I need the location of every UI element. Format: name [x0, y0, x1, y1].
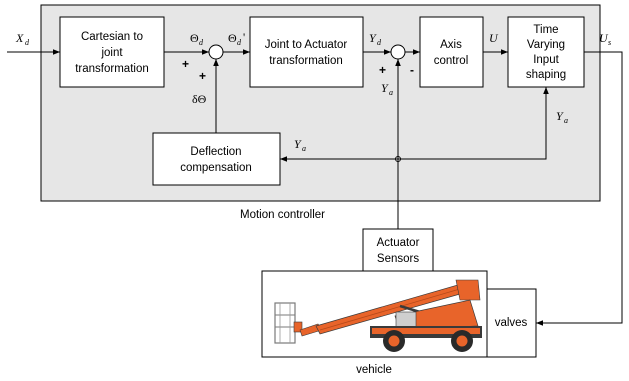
sensors-line-1: Actuator: [377, 237, 420, 249]
motion-controller-label: Motion controller: [240, 209, 325, 221]
yd-sub: d: [377, 38, 382, 47]
summing-junction-2: [390, 44, 406, 60]
deflection-compensation-block: Deflection compensation: [152, 132, 281, 186]
ya-right-label: Y: [556, 109, 564, 123]
joint-to-actuator-block: Joint to Actuator transformation: [249, 16, 364, 88]
axis-control-line-2: control: [434, 55, 469, 67]
delta-theta-label: δΘ: [192, 92, 207, 106]
ya-right-sub: a: [564, 116, 568, 125]
axis-control-line-1: Axis: [440, 39, 462, 51]
input-shaping-line-1: Time: [533, 24, 558, 36]
input-shaping-line-3: Input: [533, 54, 559, 66]
xd-sub: d: [25, 38, 30, 47]
valves-block: [486, 288, 537, 358]
deflection-line-1: Deflection: [190, 146, 241, 158]
theta-d-prime-mark: ': [243, 30, 245, 44]
actuator-sensors-block: Actuator Sensors: [362, 228, 434, 272]
cartesian-line-2: joint: [100, 47, 123, 59]
deflection-line-2: compensation: [180, 162, 252, 174]
us-sub: s: [608, 38, 611, 47]
theta-d-label: Θ: [190, 31, 199, 45]
cartesian-to-joint-block: Cartesian to joint transformation: [59, 16, 165, 88]
theta-d-prime-label: Θ: [228, 31, 237, 45]
u-label: U: [489, 31, 499, 45]
vehicle-block: valves: [261, 270, 537, 358]
joint-actuator-line-2: transformation: [269, 55, 343, 67]
ya-sum-label: Y: [381, 81, 389, 95]
vehicle-label: vehicle: [356, 364, 392, 376]
ya-sum-sub: a: [389, 88, 393, 97]
valves-label: valves: [495, 317, 528, 329]
ya-feedback-label: Y: [294, 137, 302, 151]
theta-d-sub: d: [199, 38, 204, 47]
input-shaping-block: Time Varying Input shaping: [507, 16, 585, 88]
sum2-bottom-sign: -: [410, 63, 414, 77]
sum1-bottom-sign: +: [199, 69, 206, 83]
input-shaping-line-4: shaping: [526, 69, 566, 81]
sensors-line-2: Sensors: [377, 253, 419, 265]
joint-actuator-line-1: Joint to Actuator: [265, 39, 348, 51]
ya-feedback-sub: a: [302, 144, 306, 153]
xd-label: X: [15, 31, 24, 45]
sum1-left-sign: +: [182, 57, 189, 71]
cartesian-line-3: transformation: [75, 63, 149, 75]
summing-junction-1: [208, 44, 224, 60]
theta-d-prime-sub: d: [237, 38, 242, 47]
yd-label: Y: [369, 31, 377, 45]
signal-wires: [7, 49, 623, 326]
us-label: U: [599, 31, 609, 45]
sum2-top-sign: +: [379, 63, 386, 77]
input-shaping-line-2: Varying: [527, 39, 565, 51]
cartesian-line-1: Cartesian to: [81, 31, 143, 43]
boom-lift-illustration: [274, 279, 482, 352]
axis-control-block: Axis control: [419, 16, 484, 88]
